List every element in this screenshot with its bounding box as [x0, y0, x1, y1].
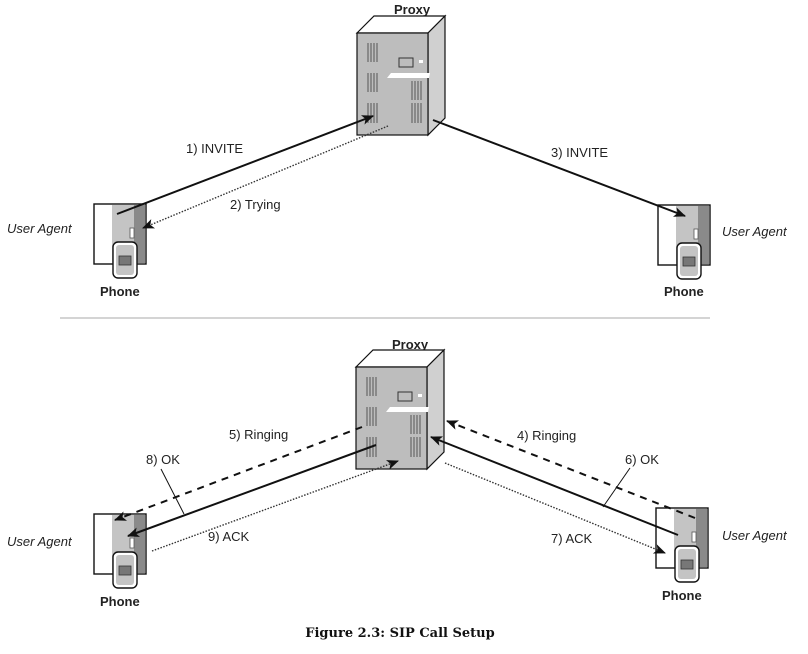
- msg-6-label: 6) OK: [625, 452, 659, 467]
- bottom-right-user-agent-label: User Agent: [722, 528, 788, 543]
- msg-3-label: 3) INVITE: [551, 145, 608, 160]
- msg-5-label: 5) Ringing: [229, 427, 288, 442]
- msg-6-ok-arrow: [430, 436, 679, 536]
- top-panel: Proxy User Agent Phone User Agent Phone …: [7, 2, 788, 299]
- msg-5-ringing-arrow: [114, 426, 363, 521]
- msg-7-label: 7) ACK: [551, 531, 593, 546]
- msg-8-leader-line: [160, 468, 185, 515]
- msg-4-ringing-arrow: [446, 420, 696, 519]
- msg-1-invite-arrow: [116, 115, 374, 215]
- msg-8-label: 8) OK: [146, 452, 180, 467]
- msg-2-label: 2) Trying: [230, 197, 281, 212]
- top-proxy-label: Proxy: [394, 2, 431, 17]
- bottom-panel: Proxy User Agent Phone User Agent Phone …: [7, 337, 788, 609]
- msg-3-invite-arrow: [432, 119, 686, 217]
- top-left-phone-icon: [93, 203, 147, 279]
- top-left-phone-label: Phone: [100, 284, 140, 299]
- msg-1-label: 1) INVITE: [186, 141, 243, 156]
- msg-9-ack-arrow: [151, 460, 399, 552]
- bottom-right-phone-icon: [655, 507, 709, 583]
- top-right-user-agent-label: User Agent: [722, 224, 788, 239]
- bottom-proxy-label: Proxy: [392, 337, 429, 352]
- bottom-left-phone-icon: [93, 513, 147, 589]
- top-left-user-agent-label: User Agent: [7, 221, 73, 236]
- bottom-proxy-server-icon: [355, 349, 445, 470]
- msg-9-label: 9) ACK: [208, 529, 250, 544]
- msg-4-label: 4) Ringing: [517, 428, 576, 443]
- top-right-phone-label: Phone: [664, 284, 704, 299]
- msg-2-trying-arrow: [142, 125, 389, 229]
- bottom-left-user-agent-label: User Agent: [7, 534, 73, 549]
- bottom-right-phone-label: Phone: [662, 588, 702, 603]
- msg-7-ack-arrow: [444, 462, 666, 554]
- bottom-left-phone-label: Phone: [100, 594, 140, 609]
- msg-8-ok-arrow: [127, 444, 377, 537]
- msg-6-leader-line: [602, 467, 631, 508]
- figure-caption: Figure 2.3: SIP Call Setup: [305, 626, 494, 641]
